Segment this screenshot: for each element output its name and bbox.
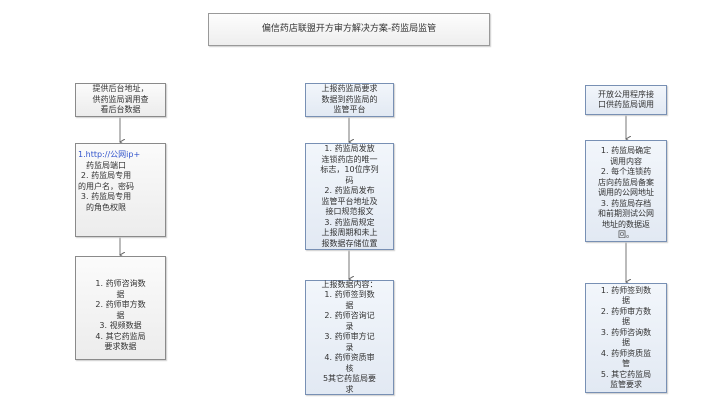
public-ip-link[interactable]: 1.http://公网ip+ [78,150,141,159]
backend-data-box: 1. 药师咨询数 据 2. 药师审方数 据 3. 视频数据 4. 其它药监局 要… [75,256,166,360]
api-setup-box: 1. 药监局确定 调用内容 2. 每个连锁药 店向药监局备案 调用的公网地址 3… [585,140,667,242]
report-content-box: 上报数据内容： 1. 药师签到数 据 2. 药师咨询记 录 3. 药师审方记 录… [305,280,394,395]
backend-credentials-text: 药监局端口 2. 药监局专用 的用户名，密码 3. 药监局专用 的角色权限 [78,160,134,212]
backend-address-box: 提供后台地址， 供药监局调用查 看后台数据 [75,83,166,117]
report-platform-box: 上报药监局要求 数据到药监局的 监管平台 [305,83,394,117]
report-rules-box: 1. 药监局发放 连锁药店的唯一 标志，10位序列 码 2. 药监局发布 监管平… [305,143,394,250]
public-api-box: 开放公用程序接 口供药监局调用 [585,85,667,115]
backend-credentials-box: 1.http://公网ip+ 药监局端口 2. 药监局专用 的用户名，密码 3.… [75,143,166,237]
diagram-title: 偏信药店联盟开方审方解决方案-药监局监管 [208,13,490,46]
api-data-box: 1. 药师签到数 据 2. 药师审方数 据 3. 药师咨询数 据 4. 药师资质… [585,283,667,393]
